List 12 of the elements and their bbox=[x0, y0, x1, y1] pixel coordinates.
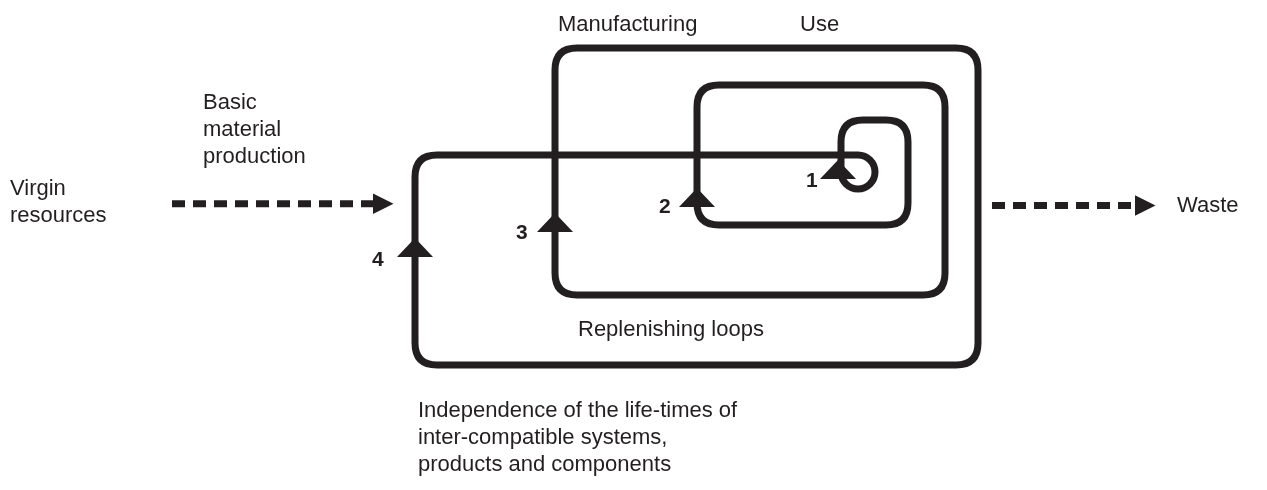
stage-label: Use bbox=[800, 10, 841, 37]
stage-label: Basic material production bbox=[203, 88, 307, 169]
loops-caption: Replenishing loops bbox=[578, 315, 765, 342]
endpoint-label: Virgin resources bbox=[10, 174, 170, 228]
loop-number: 3 bbox=[516, 219, 529, 245]
loop-number: 4 bbox=[372, 246, 385, 272]
loop-number: 1 bbox=[806, 167, 819, 193]
note-text: Independence of the life-times of inter-compatible systems, products and components bbox=[418, 396, 739, 477]
stage-label: Manufacturing bbox=[558, 10, 699, 37]
spiral-loop-drawing bbox=[397, 44, 982, 369]
loop-number: 2 bbox=[659, 193, 672, 219]
endpoint-label: Waste bbox=[1147, 191, 1257, 218]
